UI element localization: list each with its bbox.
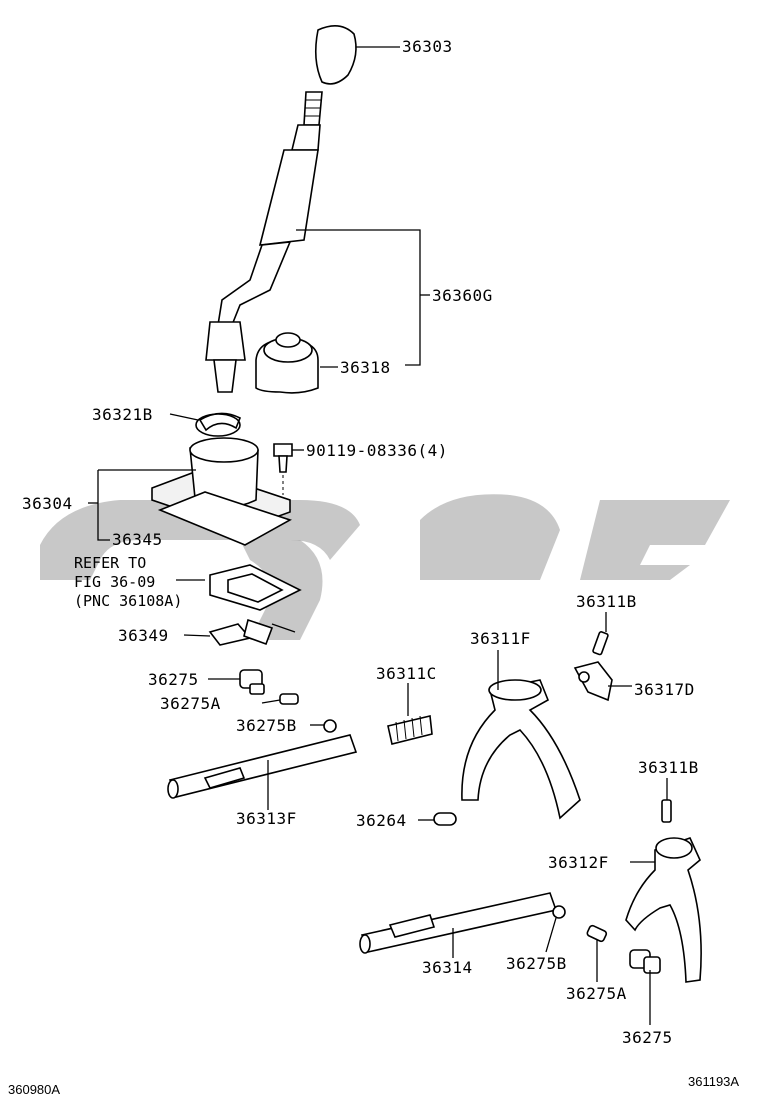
shift-fork-36312F (625, 837, 702, 983)
label-36275-bottom: 36275 (622, 1028, 673, 1047)
label-36275-top: 36275 (148, 670, 199, 689)
illustration-id: 361193A (688, 1074, 739, 1089)
label-refer-line2: FIG 36-09 (74, 573, 155, 591)
label-36311C: 36311C (376, 664, 437, 683)
label-36313F: 36313F (236, 809, 297, 828)
spring-36275A-bottom (586, 924, 608, 982)
spring-36311C (387, 683, 433, 745)
figure-id: 360980A (8, 1082, 60, 1097)
shift-shaft-36314 (359, 892, 558, 958)
ball-36275B-bottom (545, 905, 566, 953)
pin-36264 (418, 812, 457, 826)
label-36311F: 36311F (470, 629, 531, 648)
pin-36311B-top (592, 612, 609, 656)
label-36360G: 36360G (432, 286, 493, 305)
ball-36275B-top (310, 719, 337, 733)
label-36321B: 36321B (92, 405, 153, 424)
label-36304: 36304 (22, 494, 73, 513)
lever-retainer (88, 437, 292, 546)
label-36312F: 36312F (548, 853, 609, 872)
shift-lever (205, 91, 430, 393)
label-36311B-top: 36311B (576, 592, 637, 611)
label-36264: 36264 (356, 811, 407, 830)
shift-fork-36311F (461, 650, 581, 820)
referenced-gasket (176, 564, 302, 611)
detent-plate (183, 618, 296, 646)
label-36345: 36345 (112, 530, 163, 549)
plug-36275-top (208, 669, 265, 695)
shift-shaft-36313F (167, 734, 358, 810)
snap-ring (169, 412, 242, 437)
label-90119: 90119-08336(4) (306, 441, 448, 460)
shift-knob (314, 25, 400, 85)
label-36275B-top: 36275B (236, 716, 297, 735)
bolt-90119 (273, 443, 304, 495)
label-36275A-top: 36275A (160, 694, 221, 713)
label-refer-line3: (PNC 36108A) (74, 592, 182, 610)
pin-36311B-right (661, 778, 672, 823)
lever-boot (255, 332, 338, 394)
label-36318: 36318 (340, 358, 391, 377)
label-36275A-bottom: 36275A (566, 984, 627, 1003)
label-36303: 36303 (402, 37, 453, 56)
label-36311B-right: 36311B (638, 758, 699, 777)
label-36317D: 36317D (634, 680, 695, 699)
label-36314: 36314 (422, 958, 473, 977)
plug-36275-bottom (629, 949, 661, 1025)
label-36349: 36349 (118, 626, 169, 645)
spring-36275A-top (261, 693, 299, 705)
label-36275B-bottom: 36275B (506, 954, 567, 973)
lever-36317D (573, 661, 632, 702)
label-refer-line1: REFER TO (74, 554, 146, 572)
